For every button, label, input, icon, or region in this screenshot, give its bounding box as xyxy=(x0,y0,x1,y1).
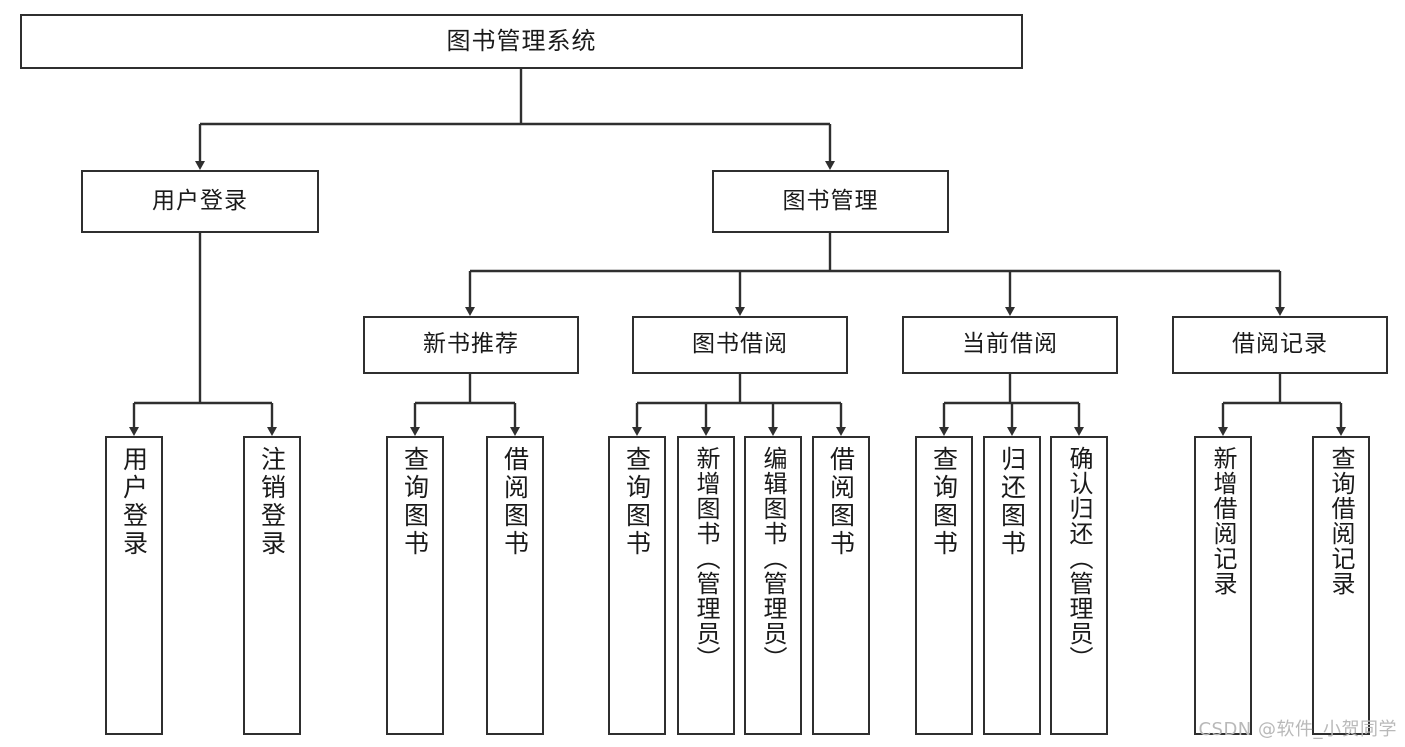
node-label: 当前借阅 xyxy=(962,331,1058,358)
node-user-login[interactable]: 用户登录 xyxy=(81,170,319,233)
node-leaf-query-book-current[interactable]: 查询图书 xyxy=(915,436,973,735)
node-label: 图书管理系统 xyxy=(446,27,597,56)
node-leaf-confirm-return-admin[interactable]: 确认归还（管理员） xyxy=(1050,436,1108,735)
edges-borrowrecord-to-leaves xyxy=(1218,374,1346,436)
node-label: 借阅图书 xyxy=(826,446,856,558)
node-leaf-logout[interactable]: 注销登录 xyxy=(243,436,301,735)
edges-userlogin-to-leaves xyxy=(129,233,277,436)
node-leaf-borrow-book-recommend[interactable]: 借阅图书 xyxy=(486,436,544,735)
node-leaf-query-borrow-record[interactable]: 查询借阅记录 xyxy=(1312,436,1370,735)
node-label: 图书管理 xyxy=(782,187,879,214)
edges-bookborrow-to-leaves xyxy=(632,374,846,436)
node-root-system[interactable]: 图书管理系统 xyxy=(20,14,1023,69)
node-label: 借阅记录 xyxy=(1232,331,1328,358)
node-leaf-query-book-borrow[interactable]: 查询图书 xyxy=(608,436,666,735)
edges-newbook-to-leaves xyxy=(410,374,520,436)
node-label: 查询图书 xyxy=(400,446,430,558)
node-label: 确认归还（管理员） xyxy=(1065,446,1093,671)
node-borrow-record[interactable]: 借阅记录 xyxy=(1172,316,1388,374)
node-current-borrow[interactable]: 当前借阅 xyxy=(902,316,1118,374)
node-leaf-add-borrow-record[interactable]: 新增借阅记录 xyxy=(1194,436,1252,735)
node-book-manage[interactable]: 图书管理 xyxy=(712,170,949,233)
node-leaf-user-login[interactable]: 用户登录 xyxy=(105,436,163,735)
node-label: 查询图书 xyxy=(929,446,959,558)
node-label: 新增借阅记录 xyxy=(1209,446,1237,596)
node-label: 用户登录 xyxy=(119,446,149,558)
node-label: 查询图书 xyxy=(622,446,652,558)
node-label: 查询借阅记录 xyxy=(1327,446,1355,596)
node-leaf-return-book[interactable]: 归还图书 xyxy=(983,436,1041,735)
node-leaf-edit-book-admin[interactable]: 编辑图书（管理员） xyxy=(744,436,802,735)
node-label: 归还图书 xyxy=(997,446,1027,558)
watermark-text: CSDN @软件_小贺同学 xyxy=(1198,719,1397,740)
edges-currentborrow-to-leaves xyxy=(939,374,1084,436)
node-leaf-query-book-recommend[interactable]: 查询图书 xyxy=(386,436,444,735)
node-new-book-recommend[interactable]: 新书推荐 xyxy=(363,316,579,374)
node-label: 图书借阅 xyxy=(692,331,788,358)
node-label: 新书推荐 xyxy=(423,331,519,358)
node-label: 新增图书（管理员） xyxy=(692,446,720,671)
node-label: 编辑图书（管理员） xyxy=(759,446,787,671)
node-book-borrow[interactable]: 图书借阅 xyxy=(632,316,848,374)
node-label: 借阅图书 xyxy=(500,446,530,558)
node-leaf-add-book-admin[interactable]: 新增图书（管理员） xyxy=(677,436,735,735)
node-leaf-borrow-book[interactable]: 借阅图书 xyxy=(812,436,870,735)
edges-root-to-level2 xyxy=(195,69,835,170)
node-label: 用户登录 xyxy=(152,187,248,214)
edges-booksmanage-to-level3 xyxy=(465,233,1285,316)
node-label: 注销登录 xyxy=(257,446,287,558)
